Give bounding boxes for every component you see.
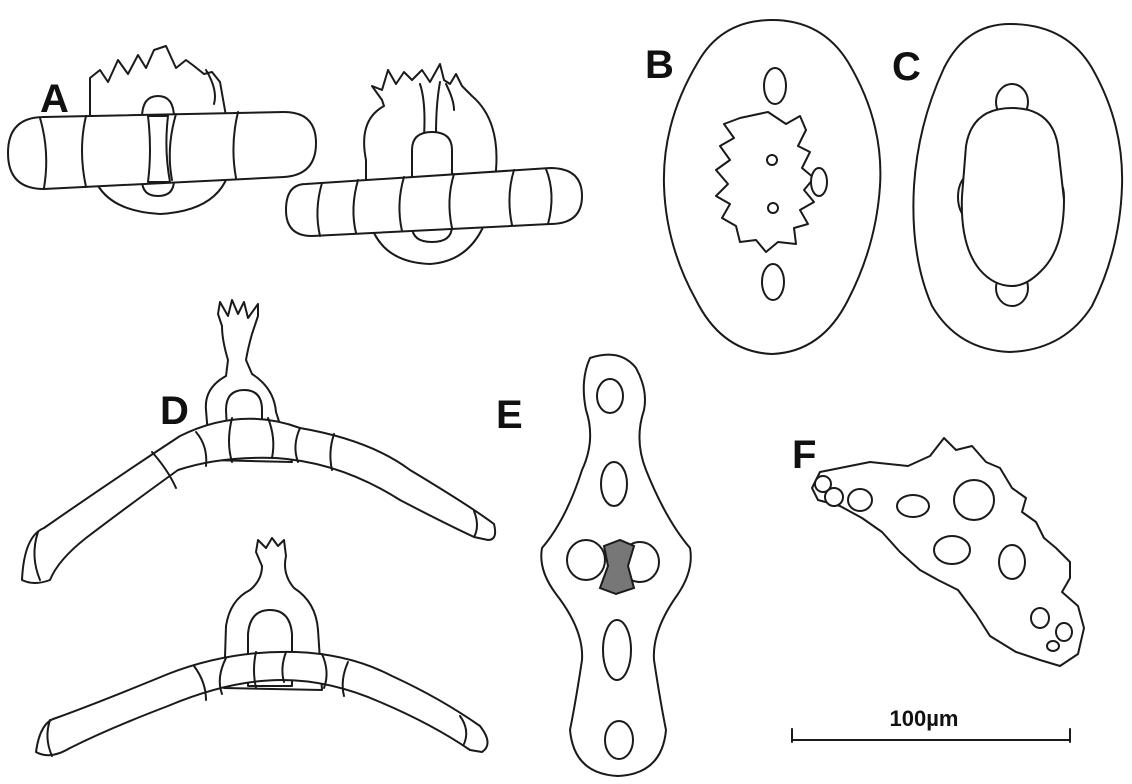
pore <box>605 721 633 759</box>
panel-c-label: C <box>892 45 921 89</box>
panel-a-label: A <box>40 77 69 121</box>
pore <box>825 488 843 506</box>
panel-f: F <box>792 433 1084 666</box>
pore <box>1047 641 1059 651</box>
pore <box>597 379 623 413</box>
panel-d: D <box>22 300 495 756</box>
panel-e-label: E <box>496 393 523 437</box>
pore <box>1031 608 1049 628</box>
panel-c: C <box>892 24 1122 352</box>
polar-pore <box>764 68 786 104</box>
panel-e: E <box>496 355 691 776</box>
segmented-filament <box>286 168 582 236</box>
polar-pore <box>762 264 784 300</box>
panel-d-specimen-2 <box>36 538 488 756</box>
panel-a: A <box>8 46 582 264</box>
pore <box>848 489 872 511</box>
pore <box>601 462 627 506</box>
lateral-pore <box>811 168 827 196</box>
scale-bar-label: 100µm <box>890 706 959 731</box>
pore <box>954 480 994 520</box>
central-opening <box>962 108 1064 286</box>
small-pore <box>768 203 778 213</box>
small-pore <box>767 155 777 165</box>
panel-b: B <box>645 20 880 354</box>
pore <box>897 495 929 517</box>
scale-bar: 100µm <box>792 706 1070 742</box>
pore <box>603 620 631 680</box>
panel-a-specimen-2 <box>286 64 582 264</box>
panel-a-specimen-1 <box>8 46 316 214</box>
pore <box>567 540 605 580</box>
segmented-filament <box>36 652 488 755</box>
pore <box>999 545 1025 579</box>
panel-d-label: D <box>160 389 189 433</box>
panel-b-label: B <box>645 43 674 87</box>
pore <box>1056 623 1072 641</box>
pore <box>934 536 970 564</box>
central-pore-cross <box>148 116 170 182</box>
panel-f-label: F <box>792 433 816 477</box>
